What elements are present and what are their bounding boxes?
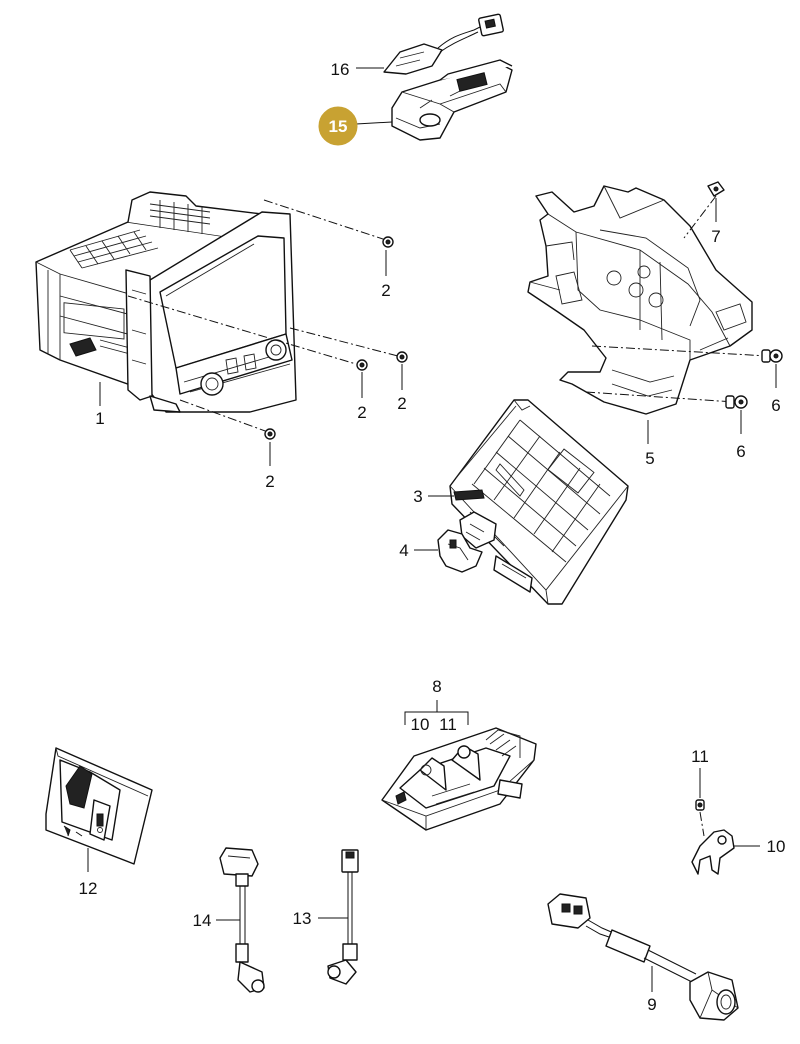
callout-3: 3	[413, 487, 422, 506]
part-13-cable	[327, 849, 359, 985]
callout-4: 4	[399, 541, 408, 560]
part-6-screw-a	[761, 349, 783, 363]
part-9-camera	[547, 893, 739, 1021]
callout-2-b: 2	[357, 403, 366, 422]
callout-10-b: 10	[767, 837, 786, 856]
part-12-switch-bezel	[45, 747, 153, 865]
part-5-bracket	[527, 185, 753, 415]
callout-11-a: 11	[439, 715, 457, 734]
part-2-screw-c	[396, 351, 408, 363]
callout-9: 9	[647, 995, 656, 1014]
callout-7: 7	[711, 227, 720, 246]
callout-2-a: 2	[381, 281, 390, 300]
callout-13: 13	[293, 909, 312, 928]
part-2-screw-a	[382, 236, 394, 248]
part-6-screw-b	[725, 395, 748, 409]
callout-8: 8	[432, 677, 441, 696]
callout-5: 5	[645, 449, 654, 468]
part-7-clip-nut	[707, 181, 725, 197]
part-2-screw-b	[356, 359, 368, 371]
part-16-cable-harness	[383, 13, 504, 75]
callout-6-b: 6	[736, 442, 745, 461]
callout-6-a: 6	[771, 396, 780, 415]
part-11-screw	[695, 799, 705, 811]
part-14-cable	[219, 847, 265, 993]
callout-10-a: 10	[411, 715, 430, 734]
callout-14: 14	[193, 911, 212, 930]
callout-12: 12	[79, 879, 98, 898]
callout-16: 16	[331, 60, 350, 79]
callout-11-b: 11	[691, 747, 709, 766]
part-4-clip	[437, 529, 483, 573]
part-10-bracket	[691, 829, 735, 875]
part-15-badge: 15	[318, 106, 358, 146]
callout-2-c: 2	[397, 394, 406, 413]
part-8-switch-assembly	[381, 727, 537, 831]
part-2-screw-d	[264, 428, 276, 440]
part-3-vent-pattern	[471, 419, 611, 563]
part-15-module	[391, 59, 513, 141]
part-3-control-unit	[449, 399, 629, 605]
callout-1: 1	[95, 409, 104, 428]
callout-2-d: 2	[265, 472, 274, 491]
part-1-head-unit	[35, 191, 297, 413]
callout-15: 15	[329, 117, 348, 136]
